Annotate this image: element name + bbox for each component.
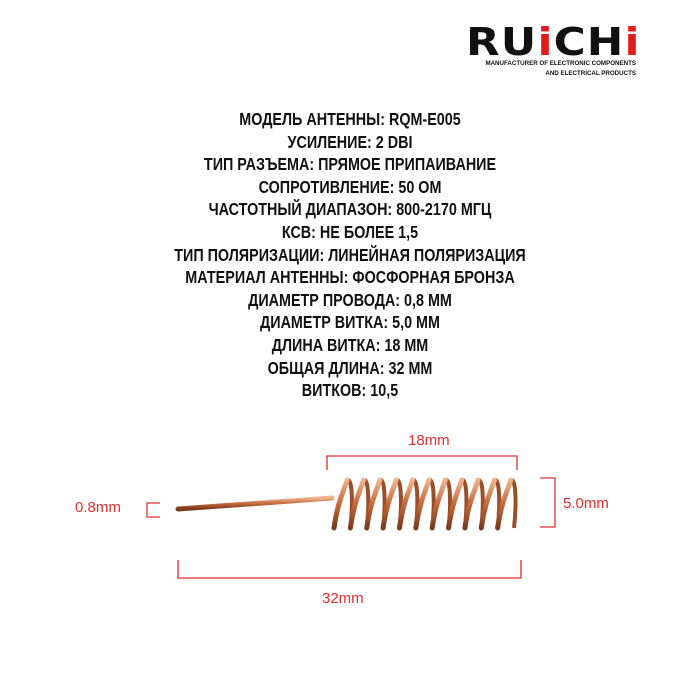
brand-logo: RUiCHi MANUFACTURER OF ELECTRONIC COMPON… <box>466 23 640 78</box>
spec-impedance: СОПРОТИВЛЕНИЕ: 50 ОМ <box>258 176 442 197</box>
total-length-label: 32mm <box>322 590 364 607</box>
spec-gain: УСИЛЕНИЕ: 2 DBI <box>287 131 413 152</box>
coil-length-label: 18mm <box>408 432 450 449</box>
logo-wordmark: RUiCHi <box>466 20 641 64</box>
coil-turn <box>429 477 448 531</box>
coil-turn <box>413 477 432 531</box>
dimension-lines <box>146 455 556 579</box>
coil-turn <box>495 477 514 531</box>
logo-tagline-2: AND ELECTRICAL PRODUCTS <box>545 70 636 77</box>
spec-material: МАТЕРИАЛ АНТЕННЫ: ФОСФОРНАЯ БРОНЗА <box>185 267 515 288</box>
coil-turn <box>380 477 399 531</box>
coil-turn <box>331 477 350 531</box>
spec-vswr: КСВ: НЕ БОЛЕЕ 1,5 <box>281 221 419 242</box>
logo-tagline-1: MANUFACTURER OF ELECTRONIC COMPONENTS <box>485 60 636 67</box>
spec-model: МОДЕЛЬ АНТЕННЫ: RQM-E005 <box>239 109 461 129</box>
coil-turn <box>347 477 366 531</box>
spec-turns: ВИТКОВ: 10,5 <box>301 380 399 401</box>
coil-turn <box>478 477 497 531</box>
coil-turn <box>462 477 481 531</box>
spec-list: МОДЕЛЬ АНТЕННЫ: RQM-E005 УСИЛЕНИЕ: 2 DBI… <box>0 108 700 402</box>
antenna-wire <box>175 495 335 512</box>
spec-connector: ТИП РАЗЪЕМА: ПРЯМОЕ ПРИПАИВАНИЕ <box>203 154 497 175</box>
spec-coil-diameter: ДИАМЕТР ВИТКА: 5,0 ММ <box>260 312 440 333</box>
coil-diameter-label: 5.0mm <box>563 495 609 512</box>
coil-turn-back <box>508 477 518 529</box>
coil-turn <box>446 477 465 531</box>
spec-coil-length: ДЛИНА ВИТКА: 18 ММ <box>271 334 429 355</box>
spec-polarization: ТИП ПОЛЯРИЗАЦИИ: ЛИНЕЙНАЯ ПОЛЯРИЗАЦИЯ <box>174 244 526 265</box>
coil-turn <box>396 477 416 531</box>
spec-wire-diameter: ДИАМЕТР ПРОВОДА: 0,8 ММ <box>248 289 452 310</box>
antenna-coil <box>331 477 518 531</box>
coil-turn <box>364 477 383 531</box>
spec-frequency: ЧАСТОТНЫЙ ДИАПАЗОН: 800-2170 МГЦ <box>208 199 492 220</box>
spec-total-length: ОБЩАЯ ДЛИНА: 32 ММ <box>267 357 433 378</box>
wire-diameter-label: 0.8mm <box>75 499 121 516</box>
